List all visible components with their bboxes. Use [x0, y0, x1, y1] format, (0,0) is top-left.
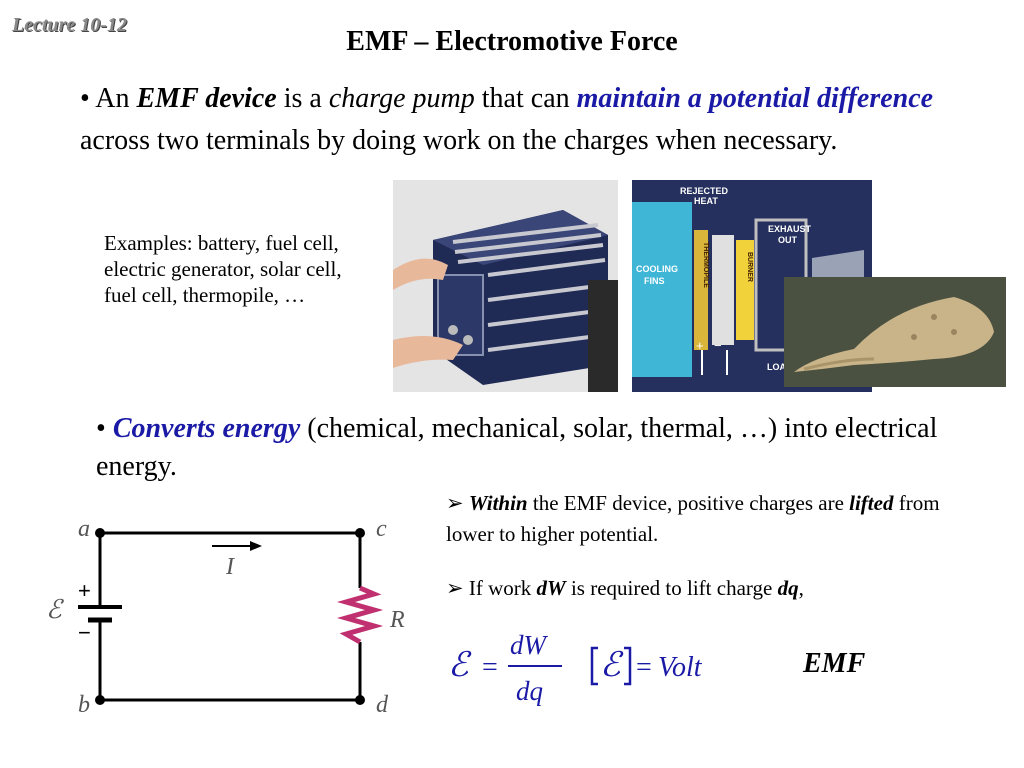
text: from lower to higher potential.	[446, 491, 940, 546]
dw-term: dW	[536, 576, 566, 600]
arrow-bullet-icon: ➢	[446, 576, 469, 600]
formula-unit: Volt	[658, 652, 703, 683]
label-b: b	[78, 692, 90, 718]
thermopile-label: THERMOPILE	[702, 242, 709, 288]
arrow-bullet-icon: ➢	[446, 491, 469, 515]
node-a	[95, 528, 105, 538]
label-current: I	[225, 554, 235, 580]
text: is required to lift charge	[565, 576, 778, 600]
battery-minus: −	[78, 620, 91, 645]
diagram-plus: +	[696, 338, 704, 353]
resistor-zigzag	[336, 585, 384, 645]
converts-energy-term: Converts energy	[112, 413, 301, 444]
label-c: c	[376, 516, 387, 542]
current-arrow-head-icon	[250, 541, 262, 551]
emf-formula: ℰ = dW dq ℰ = Volt	[448, 630, 703, 706]
load-label: LOA	[767, 362, 786, 372]
battery-plus: +	[78, 578, 91, 603]
emf-label: EMF	[803, 648, 866, 679]
text: is a	[276, 83, 329, 114]
node-b	[95, 695, 105, 705]
text: An	[95, 83, 137, 114]
exhaust-label-2: OUT	[778, 235, 798, 245]
text: If work	[468, 576, 537, 600]
formula-equals-2: =	[636, 652, 652, 683]
charge-pump-term: charge pump	[328, 83, 475, 114]
electric-ray-illustration	[784, 277, 1006, 387]
bullet-emf-definition: • An EMF device is a charge pump that ca…	[80, 78, 980, 162]
electric-ray-photo	[784, 277, 1006, 387]
label-a: a	[78, 516, 90, 542]
text: (chemical, mechanical, solar, thermal, ……	[96, 413, 938, 482]
within-term: Within	[468, 491, 528, 515]
label-emf: ℰ	[46, 595, 64, 624]
bullet-marker: •	[80, 83, 96, 114]
lecture-label: Lecture 10-12	[12, 14, 127, 36]
text: the EMF device, positive charges are	[527, 491, 850, 515]
rejected-heat-label-1: REJECTED	[680, 186, 729, 196]
emf-device-term: EMF device	[136, 83, 277, 114]
circuit-diagram: a c b d I R ℰ + −	[46, 516, 405, 718]
dq-term: dq	[777, 576, 799, 600]
bullet-marker: •	[96, 413, 113, 444]
slide-title: EMF – Electromotive Force	[346, 26, 678, 57]
examples-text: Examples: battery, fuel cell, electric g…	[104, 231, 342, 307]
text: that can	[474, 83, 577, 114]
exhaust-label-1: EXHAUST	[768, 224, 812, 234]
within-note: ➢ Within the EMF device, positive charge…	[446, 488, 986, 550]
cooling-fins-label-1: COOLING	[636, 264, 678, 274]
text: across two terminals by doing work on th…	[80, 125, 838, 156]
fuel-cell-photo	[393, 180, 618, 392]
burner-label: BURNER	[746, 252, 753, 282]
formula-numerator: dW	[510, 630, 549, 660]
work-note: ➢ If work dW is required to lift charge …	[446, 573, 986, 604]
formula-equals: =	[482, 652, 498, 683]
rejected-heat-label-2: HEAT	[694, 196, 718, 206]
formula-denominator: dq	[516, 676, 543, 706]
cooling-fins-label-2: FINS	[644, 276, 665, 286]
formula-bracket-emf-symbol: ℰ	[600, 647, 624, 684]
node-d	[355, 695, 365, 705]
label-d: d	[376, 692, 389, 718]
text: ,	[798, 576, 804, 600]
formula-emf-symbol: ℰ	[448, 647, 472, 684]
diagram-minus: −	[714, 338, 722, 353]
fuel-cell-illustration	[393, 180, 618, 392]
maintain-potential-term: maintain a potential difference	[576, 83, 934, 114]
bullet-converts-energy: • Converts energy (chemical, mechanical,…	[96, 410, 976, 486]
node-c	[355, 528, 365, 538]
label-resistor: R	[389, 607, 405, 633]
lifted-term: lifted	[849, 491, 894, 515]
